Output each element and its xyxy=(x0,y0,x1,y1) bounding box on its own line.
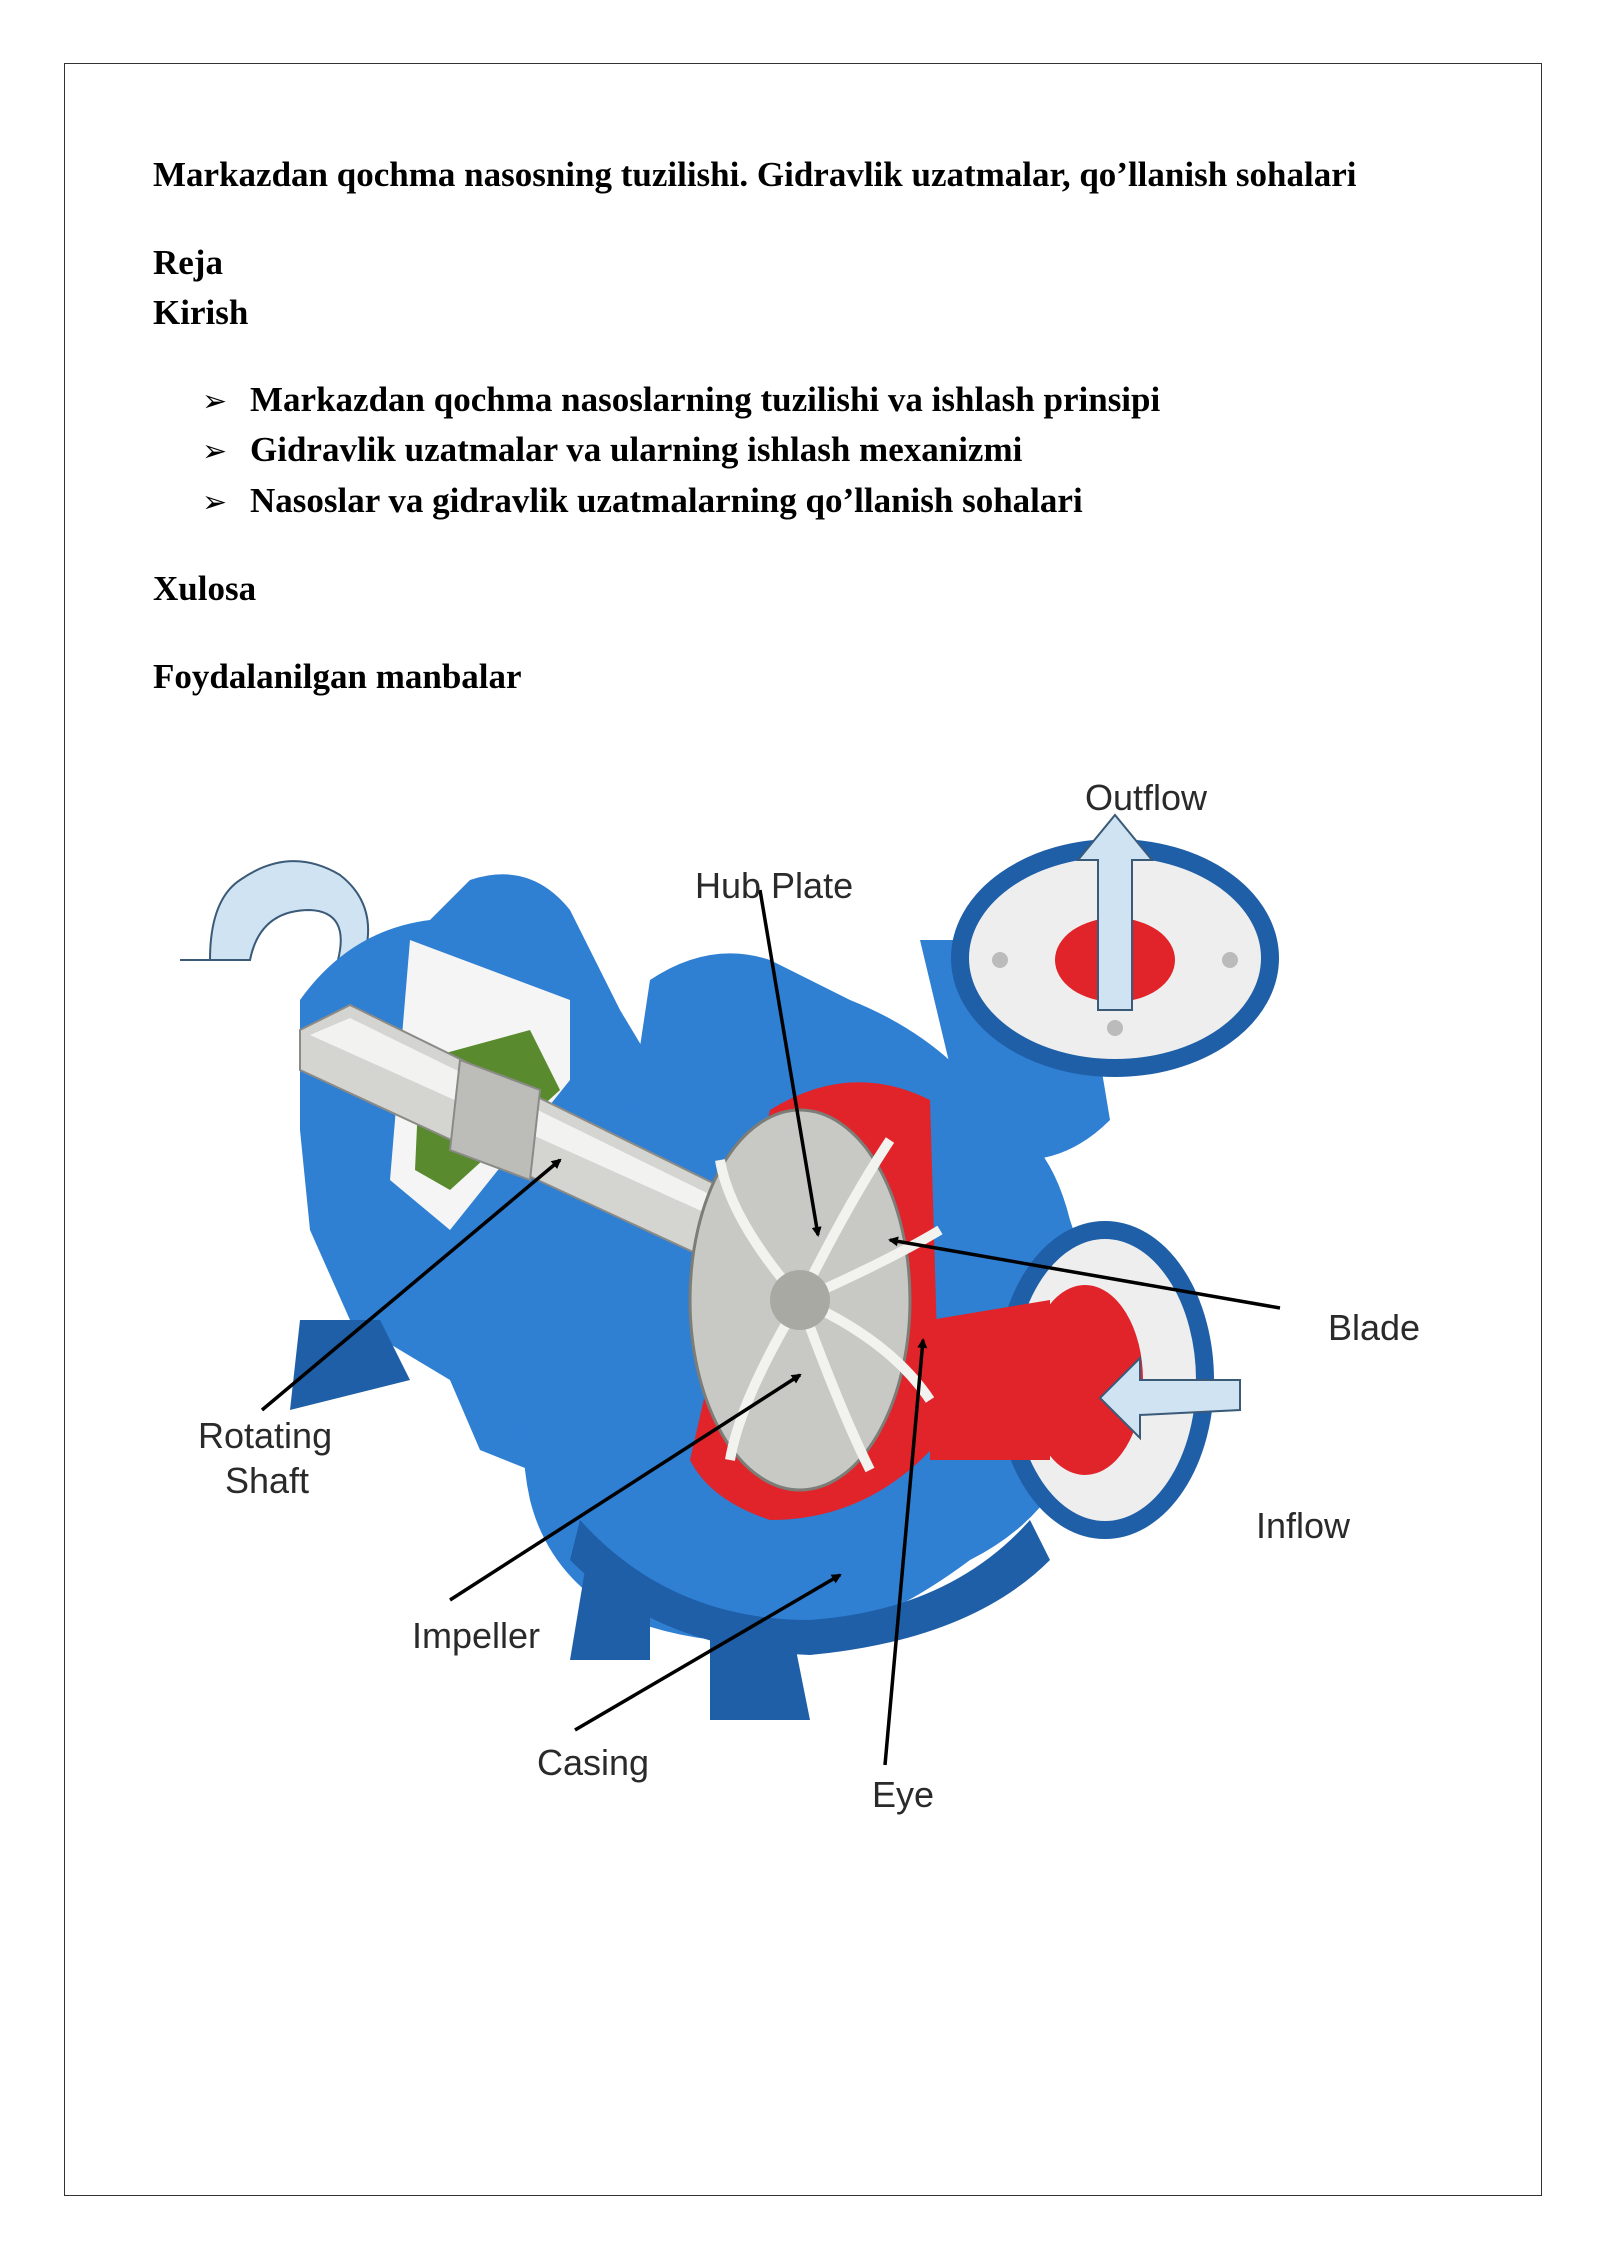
impeller-eye xyxy=(770,1270,830,1330)
arrow-bullet-icon: ➢ xyxy=(202,485,228,520)
casing-foot-left xyxy=(290,1320,410,1410)
casing-shadow xyxy=(570,1520,1050,1655)
hub-plate-label: Hub Plate xyxy=(695,865,853,906)
rotation-arrow-icon xyxy=(180,860,370,976)
suction-opening xyxy=(1027,1285,1143,1475)
arrow-bullet-icon: ➢ xyxy=(202,434,228,469)
plan-bullet-text: Gidravlik uzatmalar va ularning ishlash … xyxy=(250,430,1023,469)
inflow-arrow-icon xyxy=(1098,1355,1241,1441)
shaft-coupling xyxy=(448,1058,542,1182)
flange-bolt xyxy=(992,952,1008,968)
conclusion-heading: Xulosa xyxy=(153,569,257,608)
intro-heading: Kirish xyxy=(153,293,249,332)
blade-leader xyxy=(888,1236,1281,1310)
eye-label: Eye xyxy=(872,1774,934,1815)
plan-bullet-1: ➢ Markazdan qochma nasoslarning tuzilishi… xyxy=(202,380,1160,422)
inflow-label: Inflow xyxy=(1256,1505,1351,1546)
suction-throat xyxy=(930,1300,1050,1460)
hub-plate-leader xyxy=(758,889,822,1237)
plan-bullet-text: Nasoslar va gidravlik uzatmalarning qo’l… xyxy=(250,481,1083,520)
outflow-arrow-icon xyxy=(1075,813,1155,1011)
plan-bullet-3: ➢ Nasoslar va gidravlik uzatmalarning qo’… xyxy=(202,481,1083,523)
rotating-label: Rotating xyxy=(198,1415,332,1456)
impeller-leader xyxy=(449,1373,802,1602)
outflow-label: Outflow xyxy=(1085,777,1208,818)
plan-bullet-text: Markazdan qochma nasoslarning tuzilishi … xyxy=(250,380,1161,419)
casing-foot-center xyxy=(570,1540,650,1660)
centrifugal-pump-diagram: Outflow Hub Plate Blade Rotating Shaft I… xyxy=(180,777,1420,1815)
plan-heading: Reja xyxy=(153,243,223,282)
impeller xyxy=(688,1108,943,1492)
document-title: Markazdan qochma nasosning tuzilishi. Gi… xyxy=(153,155,1357,194)
eye-leader xyxy=(883,1338,928,1766)
casing-foot-right xyxy=(710,1620,810,1720)
suction-flange xyxy=(930,1221,1214,1539)
flange-bolt xyxy=(1222,952,1238,968)
impeller-label: Impeller xyxy=(412,1615,540,1656)
rotating-shaft-leader xyxy=(260,1158,562,1412)
arrow-bullet-icon: ➢ xyxy=(202,384,228,419)
flange-bolt xyxy=(1107,1020,1123,1036)
casing-label: Casing xyxy=(537,1742,649,1783)
sources-heading: Foydalanilgan manbalar xyxy=(153,657,522,696)
page-border xyxy=(64,63,1542,2196)
casing-leader xyxy=(574,1573,842,1732)
shaft-label: Shaft xyxy=(225,1460,309,1501)
plan-bullet-2: ➢ Gidravlik uzatmalar va ularning ishlash… xyxy=(202,430,1022,472)
blade-label: Blade xyxy=(1328,1307,1420,1348)
